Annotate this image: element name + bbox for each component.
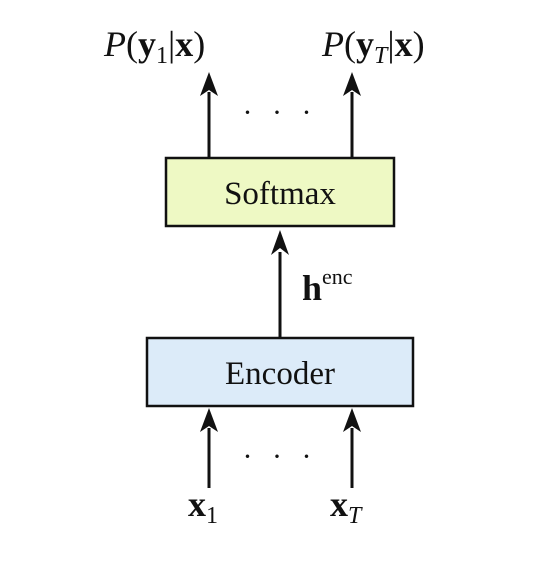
output-last-sub: T — [374, 43, 389, 69]
input-ellipsis: · · · — [243, 440, 318, 473]
input-last-x: x — [330, 484, 348, 524]
output-first-close: ) — [193, 24, 205, 64]
output-last-p: P — [321, 24, 344, 64]
output-last-open: ( — [344, 24, 356, 64]
input-label-last: xT — [330, 484, 363, 529]
output-arrow-first — [200, 72, 218, 158]
output-last-y: y — [356, 24, 374, 64]
softmax-box — [164, 156, 396, 228]
output-first-p: P — [103, 24, 126, 64]
softmax-label: Softmax — [224, 176, 336, 212]
input-first-x: x — [188, 484, 206, 524]
input-last-sub: T — [348, 503, 363, 529]
encoder-label: Encoder — [225, 356, 335, 392]
output-first-bar: | — [168, 24, 175, 64]
input-first-sub: 1 — [206, 503, 218, 529]
hidden-arrow — [271, 230, 289, 338]
output-arrow-last — [343, 72, 361, 158]
output-first-y: y — [138, 24, 156, 64]
output-first-x: x — [175, 24, 193, 64]
output-label-last: P(yT|x) — [321, 24, 425, 69]
output-ellipsis: · · · — [243, 96, 318, 129]
hidden-state-label: henc — [302, 264, 353, 308]
input-arrow-first — [200, 408, 218, 488]
output-last-close: ) — [413, 24, 425, 64]
output-first-open: ( — [126, 24, 138, 64]
output-label-first: P(y1|x) — [103, 24, 205, 69]
encoder-box — [145, 336, 415, 408]
input-label-first: x1 — [188, 484, 218, 529]
output-first-sub: 1 — [156, 43, 168, 69]
output-last-bar: | — [387, 24, 394, 64]
hidden-sup: enc — [322, 264, 353, 289]
hidden-h: h — [302, 268, 322, 308]
input-arrow-last — [343, 408, 361, 488]
output-last-x: x — [395, 24, 413, 64]
